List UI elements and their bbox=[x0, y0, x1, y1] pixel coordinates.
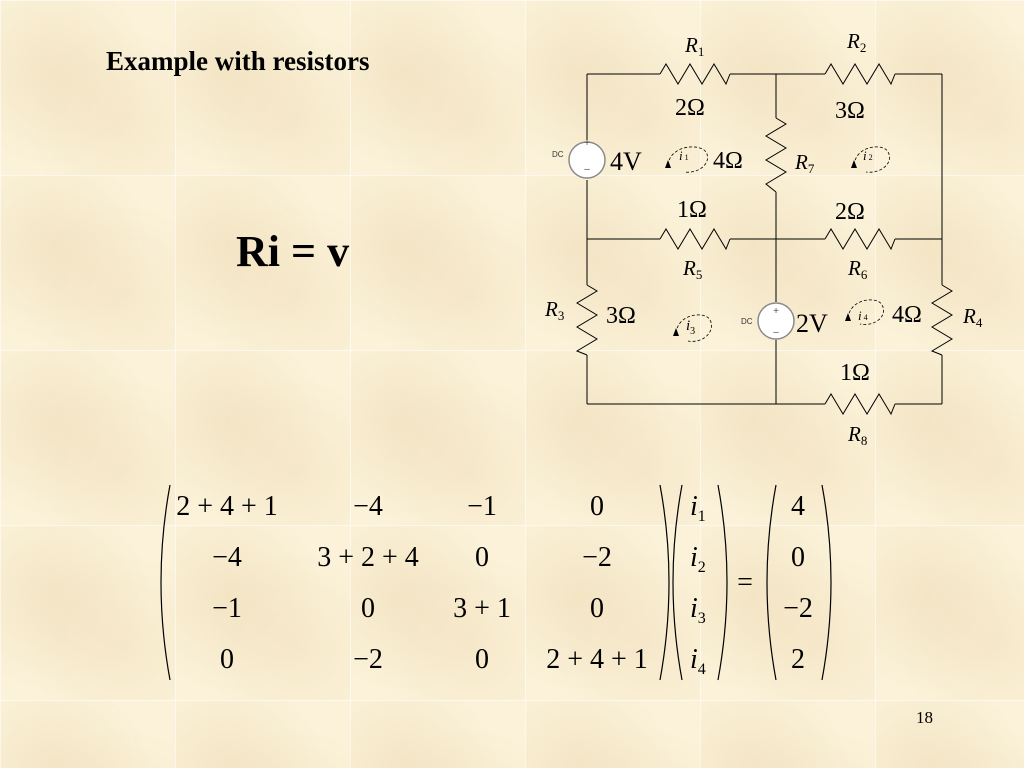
mesh-loop-i4 bbox=[847, 299, 884, 325]
value-r1: 2Ω bbox=[675, 95, 705, 121]
resistor-r6 bbox=[824, 228, 896, 251]
value-r6: 2Ω bbox=[835, 199, 865, 225]
slide-title: Example with resistors bbox=[106, 46, 370, 76]
value-r7: 4Ω bbox=[713, 148, 743, 174]
r-matrix-left-paren bbox=[160, 484, 171, 681]
label-r1: R1 bbox=[684, 33, 704, 59]
i-vector: i1 i2 i3 i4 bbox=[690, 491, 706, 678]
i-vector-entry: i3 bbox=[690, 593, 706, 627]
matrix-cell: 0 bbox=[475, 542, 489, 573]
label-r4: R4 bbox=[962, 304, 983, 330]
mesh-loop-i1 bbox=[667, 146, 708, 173]
dc-label: DC bbox=[741, 317, 753, 326]
matrix-cell: −2 bbox=[353, 644, 383, 675]
matrix-cell: −4 bbox=[212, 542, 242, 573]
svg-text:–: – bbox=[584, 164, 590, 175]
v-vector-left-paren bbox=[766, 484, 777, 681]
v-vector-entry: 4 bbox=[791, 491, 805, 522]
resistor-r2 bbox=[824, 63, 896, 86]
matrix-cell: −1 bbox=[467, 491, 497, 522]
value-r4: 4Ω bbox=[892, 302, 922, 328]
arrow-icon bbox=[851, 160, 857, 168]
resistor-r8 bbox=[824, 393, 896, 416]
label-r6: R6 bbox=[847, 256, 868, 282]
i-vector-entry: i4 bbox=[690, 644, 706, 678]
svg-text:–: – bbox=[773, 327, 779, 338]
dc-label: DC bbox=[552, 150, 564, 159]
matrix-cell: 0 bbox=[361, 593, 375, 624]
value-r5: 1Ω bbox=[677, 197, 707, 223]
value-r8: 1Ω bbox=[840, 360, 870, 386]
label-r7: R7 bbox=[794, 150, 815, 176]
r-matrix-right-paren bbox=[659, 484, 670, 681]
dc-source-4v: + – DC bbox=[552, 138, 606, 179]
mesh-label-i3: i3 bbox=[686, 318, 695, 337]
value-r2: 3Ω bbox=[835, 98, 865, 124]
mesh-loop-i3 bbox=[675, 314, 712, 342]
svg-text:+: + bbox=[773, 306, 779, 317]
v-vector: 4 0 −2 2 bbox=[783, 491, 813, 675]
matrix-cell: 0 bbox=[220, 644, 234, 675]
matrix-cell: 0 bbox=[475, 644, 489, 675]
arrow-icon bbox=[673, 328, 679, 336]
matrix-cell: 0 bbox=[590, 593, 604, 624]
v-vector-entry: 0 bbox=[791, 542, 805, 573]
arrow-icon bbox=[665, 160, 671, 168]
resistor-r4 bbox=[930, 284, 953, 356]
matrix-cell: 3 + 1 bbox=[453, 593, 511, 624]
matrix-cell: −4 bbox=[353, 491, 383, 522]
i-vector-entry: i1 bbox=[690, 491, 706, 525]
resistor-r7 bbox=[765, 117, 787, 193]
svg-text:+: + bbox=[584, 138, 590, 149]
mesh-loop-i2 bbox=[853, 146, 890, 173]
resistor-r5 bbox=[659, 228, 731, 251]
i-vector-left-paren bbox=[672, 484, 683, 681]
value-r3: 3Ω bbox=[606, 303, 636, 329]
v-vector-entry: 2 bbox=[791, 644, 805, 675]
r-matrix: 2 + 4 + 1 −4 −1 0 −4 3 + 2 + 4 0 −2 −1 0… bbox=[176, 491, 648, 675]
i-vector-right-paren bbox=[717, 484, 728, 681]
matrix-cell: 2 + 4 + 1 bbox=[546, 644, 648, 675]
equals-sign: = bbox=[737, 567, 753, 598]
label-r3: R3 bbox=[544, 297, 564, 323]
resistor-r3 bbox=[575, 284, 598, 356]
label-r8: R8 bbox=[847, 422, 867, 448]
resistor-r1 bbox=[659, 63, 731, 86]
arrow-icon bbox=[845, 313, 851, 321]
matrix-cell: −1 bbox=[212, 593, 242, 624]
label-r5: R5 bbox=[682, 256, 702, 282]
dc-source-2v: + – DC bbox=[741, 302, 795, 340]
source-4v-value: 4V bbox=[610, 147, 642, 176]
matrix-brackets bbox=[160, 484, 832, 681]
matrix-cell: −2 bbox=[582, 542, 612, 573]
main-equation: Ri = v bbox=[236, 227, 350, 276]
i-vector-entry: i2 bbox=[690, 542, 706, 576]
label-r2: R2 bbox=[846, 29, 866, 55]
circuit-wires bbox=[586, 73, 943, 405]
v-vector-entry: −2 bbox=[783, 593, 813, 624]
matrix-cell: 0 bbox=[590, 491, 604, 522]
matrix-cell: 3 + 2 + 4 bbox=[317, 542, 419, 573]
source-2v-value: 2V bbox=[796, 309, 828, 338]
matrix-cell: 2 + 4 + 1 bbox=[176, 491, 278, 522]
v-vector-right-paren bbox=[821, 484, 832, 681]
page-number: 18 bbox=[916, 708, 933, 727]
